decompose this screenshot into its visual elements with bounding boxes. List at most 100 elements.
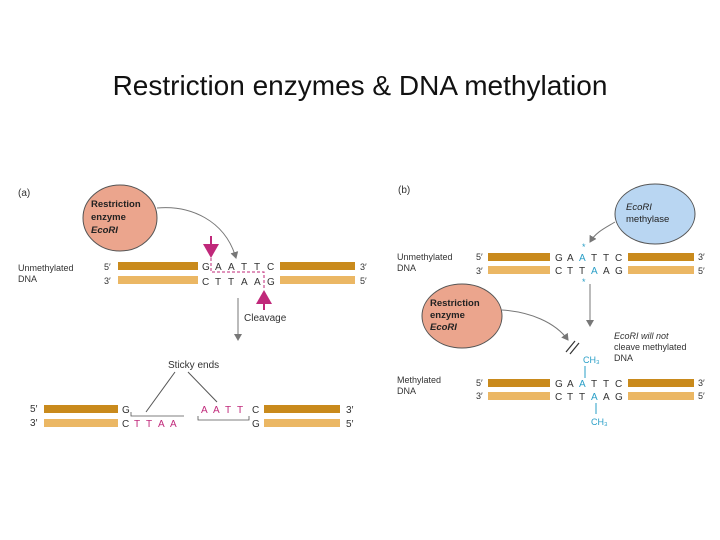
- a-bot-5: 5′: [360, 276, 367, 286]
- methylase-bubble-line2: methylase: [626, 214, 669, 225]
- a-right-3: 3′: [346, 405, 354, 416]
- a-top-base: T: [254, 262, 261, 273]
- block-mark: [565, 340, 576, 353]
- b-u-bot-base: T: [579, 266, 586, 277]
- b-note-line2: cleave methylated: [614, 342, 687, 352]
- b-m-bot-strand-right: [628, 392, 694, 400]
- b-m-top-strand-left: [488, 379, 550, 387]
- enzyme-bubble-a-line3: EcoRI: [91, 225, 118, 236]
- b-u-top-base: T: [591, 253, 598, 264]
- enzyme-bubble-a-line2: enzyme: [91, 212, 126, 223]
- a-right-bot-strand: [264, 419, 340, 427]
- a-right-top-overhang: T: [225, 405, 232, 416]
- b-u-bot-strand-right: [628, 266, 694, 274]
- b-m-bot-base: C: [555, 392, 563, 403]
- a-left-bot-overhang: T: [134, 419, 141, 430]
- a-right-5: 5′: [346, 419, 354, 430]
- a-cut-path: [210, 258, 265, 288]
- b-u-bot-sequence: C T T A A G: [555, 266, 623, 277]
- b-u-top-base: G: [555, 253, 563, 264]
- b-u-bot-base: C: [555, 266, 563, 277]
- a-top-base: C: [267, 262, 275, 273]
- b-u-bot-strand-left: [488, 266, 550, 274]
- b-m-bot-base: G: [615, 392, 623, 403]
- a-left-bot-base: C: [122, 419, 130, 430]
- b-m-top-base: A: [567, 379, 574, 390]
- b-u-top-sequence: G A A T T C: [555, 253, 622, 264]
- b-m-bot-base: T: [579, 392, 586, 403]
- b-meth-label-2: DNA: [397, 386, 416, 396]
- a-bot-base: G: [267, 277, 275, 288]
- b-m-top-5: 5′: [476, 378, 483, 388]
- b-u-top-5: 5′: [476, 252, 483, 262]
- b-m-top-3: 3′: [698, 378, 705, 388]
- a-bot-strand-right: [280, 276, 355, 284]
- b-m-top-sequence: G A A T T C: [555, 379, 622, 390]
- enzyme-arrow-a: [156, 207, 239, 259]
- b-note-line1: EcoRI will not: [614, 331, 669, 341]
- b-u-top-base: T: [603, 253, 610, 264]
- panel-a-label: (a): [18, 188, 30, 199]
- a-sticky-label: Sticky ends: [168, 360, 219, 371]
- b-u-bot-base: T: [567, 266, 574, 277]
- a-bot-base: C: [202, 277, 210, 288]
- a-left-bot-strand: [44, 419, 118, 427]
- b-u-star-top: *: [582, 242, 586, 252]
- block-mark: [569, 342, 580, 355]
- a-bot-base: T: [228, 277, 235, 288]
- b-m-top-base: G: [555, 379, 563, 390]
- b-ch3-bottom: CH₃: [591, 417, 608, 427]
- b-u-star-bottom: *: [582, 277, 586, 287]
- enzyme-bubble-b-line1: Restriction: [430, 298, 480, 309]
- b-m-bot-base: A: [603, 392, 610, 403]
- b-m-bot-base: A: [591, 392, 598, 403]
- a-right-top-strand: [264, 405, 340, 413]
- b-m-bot-base: T: [567, 392, 574, 403]
- a-left-top-strand: [44, 405, 118, 413]
- a-top-base: A: [228, 262, 235, 273]
- a-left-3: 3′: [30, 418, 38, 429]
- a-top-base: G: [202, 262, 210, 273]
- enzyme-bubble-a-line1: Restriction: [91, 199, 141, 210]
- enzyme-bubble-b: [421, 283, 503, 349]
- unmeth-label-a-2: DNA: [18, 274, 37, 284]
- a-left-5: 5′: [30, 404, 38, 415]
- a-top-base: A: [215, 262, 222, 273]
- a-left-bracket: [130, 412, 184, 417]
- a-bot-base: A: [254, 277, 261, 288]
- a-right-bot-base: G: [252, 419, 260, 430]
- slide-title: Restriction enzymes & DNA methylation: [112, 70, 608, 101]
- b-m-top-base: T: [591, 379, 598, 390]
- a-right-top-base: C: [252, 405, 260, 416]
- enzyme-bubble-a: [82, 184, 158, 252]
- b-unmeth-label-1: Unmethylated: [397, 252, 453, 262]
- enzyme-bubble-b-line3: EcoRI: [430, 322, 457, 333]
- b-note-line3: DNA: [614, 353, 633, 363]
- b-u-bot-3: 3′: [476, 266, 483, 276]
- b-m-top-strand-right: [628, 379, 694, 387]
- a-bot-sequence: C T T A A G: [202, 277, 275, 288]
- a-top-strand-left: [118, 262, 198, 270]
- b-u-bot-5: 5′: [698, 266, 705, 276]
- b-unmeth-label-2: DNA: [397, 263, 416, 273]
- b-u-bot-base: A: [591, 266, 598, 277]
- a-top-5: 5′: [104, 262, 111, 272]
- a-top-base: T: [241, 262, 248, 273]
- b-m-bot-5: 5′: [698, 391, 705, 401]
- methylase-bubble-line1: EcoRI: [626, 202, 652, 213]
- a-bot-strand-left: [118, 276, 198, 284]
- a-bot-base: T: [215, 277, 222, 288]
- b-u-top-strand-left: [488, 253, 550, 261]
- b-m-top-base: T: [603, 379, 610, 390]
- b-u-bot-base: A: [603, 266, 610, 277]
- a-sticky-line-left: [145, 371, 176, 413]
- b-m-bot-3: 3′: [476, 391, 483, 401]
- b-meth-label-1: Methylated: [397, 375, 441, 385]
- a-top-3: 3′: [360, 262, 367, 272]
- a-left-top-base: G: [122, 405, 130, 416]
- methylase-arrow: [589, 221, 616, 243]
- a-right-top-overhang: A: [213, 405, 220, 416]
- a-left-bot-overhang: A: [170, 419, 177, 430]
- b-u-top-strand-right: [628, 253, 694, 261]
